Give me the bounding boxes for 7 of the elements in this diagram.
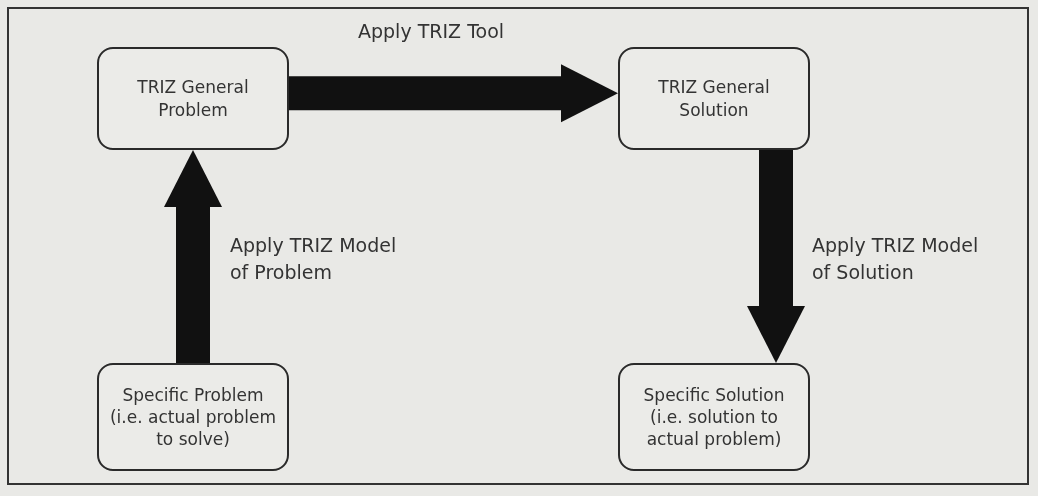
process-box: Specific Problem (i.e. actual problem to solve) <box>97 363 289 471</box>
arrow <box>747 150 805 363</box>
arrow <box>289 64 618 123</box>
process-box: Specific Solution (i.e. solution to actual problem) <box>618 363 810 471</box>
process-box: TRIZ General Problem <box>97 47 289 150</box>
process-box: TRIZ General Solution <box>618 47 810 150</box>
arrow <box>164 150 222 363</box>
